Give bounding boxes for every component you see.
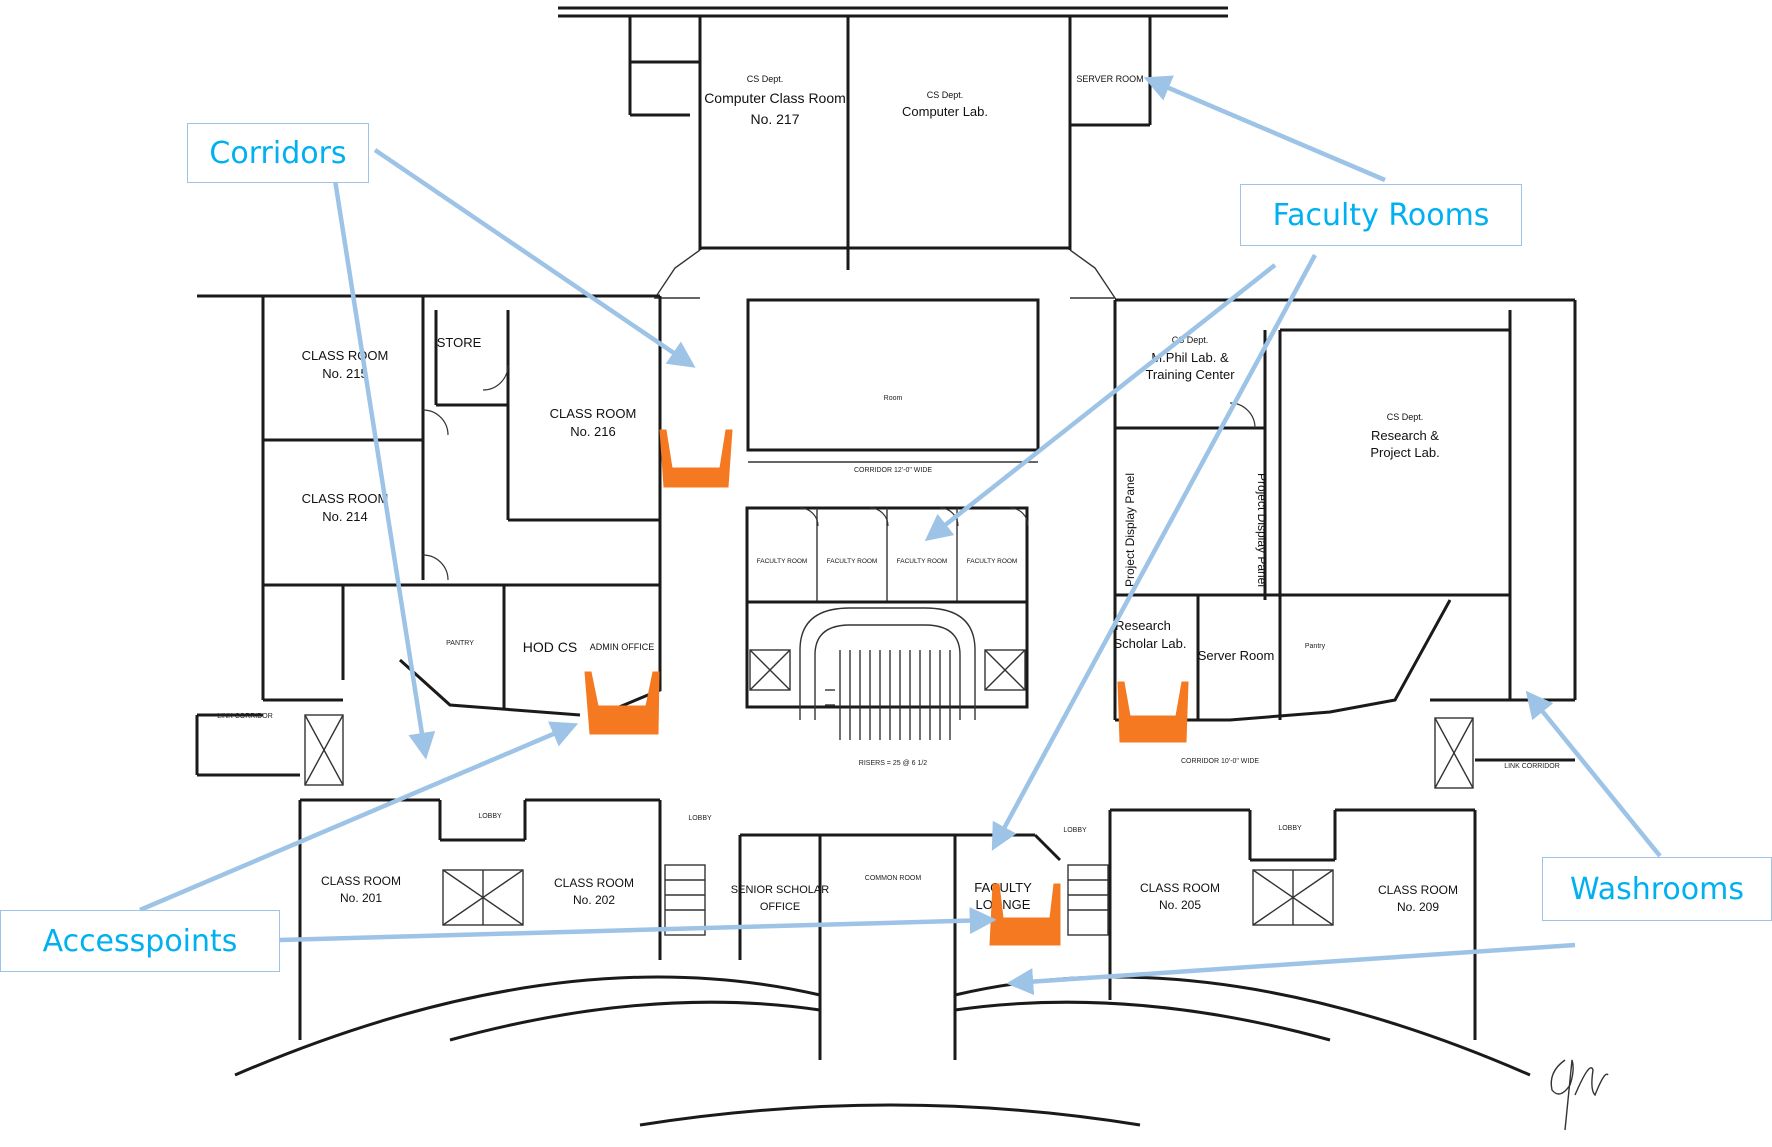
access-points (584, 429, 1189, 946)
svg-text:RISERS = 25 @ 6 1/2: RISERS = 25 @ 6 1/2 (859, 760, 927, 767)
svg-text:LOBBY: LOBBY (688, 815, 712, 822)
svg-text:LINK CORRIDOR: LINK CORRIDOR (217, 713, 273, 720)
arrow-faculty-1 (1143, 75, 1386, 183)
arrow-accesspoints-1 (139, 721, 579, 913)
room-label: Project Display Panel (1255, 473, 1269, 587)
svg-text:Room: Room (884, 395, 903, 402)
svg-text:LOBBY: LOBBY (1278, 825, 1302, 832)
callout-corridors: Corridors (187, 123, 369, 183)
room-label: CS Dept. (1387, 412, 1424, 422)
room-labels: CS Dept. Computer Class Room No. 217 CS … (302, 74, 1458, 914)
room-label: No. 201 (340, 891, 382, 905)
svg-text:PANTRY: PANTRY (446, 640, 474, 647)
svg-text:CORRIDOR 10'-0" WIDE: CORRIDOR 10'-0" WIDE (1181, 758, 1259, 765)
room-label: LOUNGE (976, 897, 1031, 912)
room-label: CLASS ROOM (302, 491, 389, 506)
room-label: M.Phil Lab. & (1151, 350, 1229, 365)
room-label: Computer Lab. (902, 104, 988, 119)
callout-faculty-rooms-label: Faculty Rooms (1272, 197, 1490, 233)
room-label: FACULTY ROOM (757, 558, 808, 565)
arrow-accesspoints-2 (279, 907, 997, 943)
room-label: FACULTY ROOM (967, 558, 1018, 565)
arrow-washrooms-1 (1525, 690, 1662, 858)
room-label: CLASS ROOM (1378, 883, 1458, 897)
room-label: SENIOR SCHOLAR (731, 884, 829, 896)
bottom-wing: LOBBY LOBBY LOBBY LOBBY COMMON ROOM (234, 798, 1531, 1127)
callout-accesspoints-label: Accesspoints (42, 923, 238, 959)
svg-text:Pantry: Pantry (1305, 643, 1326, 650)
room-label: Server Room (1198, 648, 1275, 663)
room-label: ADMIN OFFICE (590, 642, 655, 652)
room-label: Project Display Panel (1123, 473, 1137, 587)
access-point-icon (1117, 681, 1189, 743)
room-label: SERVER ROOM (1076, 74, 1143, 84)
room-label: No. 202 (573, 893, 615, 907)
svg-text:LOBBY: LOBBY (1063, 827, 1087, 834)
room-label: CLASS ROOM (302, 348, 389, 363)
callout-arrows (139, 75, 1662, 996)
room-label: FACULTY ROOM (827, 558, 878, 565)
arrow-faculty-2 (924, 263, 1277, 542)
room-label: Computer Class Room (704, 90, 846, 106)
callout-washrooms-label: Washrooms (1569, 871, 1744, 907)
room-label: Research (1115, 618, 1171, 633)
access-point-icon (659, 429, 733, 488)
callout-washrooms: Washrooms (1542, 857, 1772, 921)
room-label: STORE (437, 335, 482, 350)
signature (1550, 1059, 1609, 1131)
arrow-corridors-2 (332, 179, 436, 760)
room-label: CS Dept. (1172, 335, 1209, 345)
room-label: Training Center (1145, 367, 1235, 382)
callout-corridors-label: Corridors (209, 135, 347, 171)
room-label: FACULTY ROOM (897, 558, 948, 565)
stair-treads (825, 650, 951, 740)
room-label: CS Dept. (927, 90, 964, 100)
room-label: CLASS ROOM (554, 876, 634, 890)
room-label: OFFICE (760, 901, 800, 913)
svg-text:LINK CORRIDOR: LINK CORRIDOR (1504, 763, 1560, 770)
central-hall: Room CORRIDOR 12'-0" WIDE (746, 298, 1040, 474)
room-label: Research & (1371, 428, 1439, 443)
room-label: No. 209 (1397, 900, 1439, 914)
room-label: CS Dept. (747, 74, 784, 84)
room-label: No. 214 (322, 509, 368, 524)
callout-accesspoints: Accesspoints (0, 910, 280, 972)
room-label: CLASS ROOM (550, 406, 637, 421)
access-point-icon (989, 883, 1061, 946)
callout-faculty-rooms: Faculty Rooms (1240, 184, 1522, 246)
room-label: CLASS ROOM (321, 874, 401, 888)
room-label: No. 216 (570, 424, 616, 439)
arrow-corridors-1 (373, 148, 696, 368)
central-block: RISERS = 25 @ 6 1/2 (745, 506, 1029, 767)
room-label: No. 217 (750, 111, 799, 127)
room-label: No. 215 (322, 366, 368, 381)
svg-text:LOBBY: LOBBY (478, 813, 502, 820)
room-label: HOD CS (523, 639, 577, 655)
access-point-icon (584, 671, 660, 735)
arrow-faculty-3 (991, 253, 1317, 851)
svg-text:CORRIDOR 12'-0" WIDE: CORRIDOR 12'-0" WIDE (854, 467, 932, 474)
arrow-washrooms-2 (1006, 942, 1576, 996)
svg-text:COMMON ROOM: COMMON ROOM (865, 875, 922, 882)
top-wing (558, 6, 1228, 299)
room-label: Scholar Lab. (1114, 636, 1187, 651)
room-label: CLASS ROOM (1140, 881, 1220, 895)
room-label: FACULTY (974, 880, 1032, 895)
room-label: No. 205 (1159, 898, 1201, 912)
room-label: Project Lab. (1370, 445, 1439, 460)
